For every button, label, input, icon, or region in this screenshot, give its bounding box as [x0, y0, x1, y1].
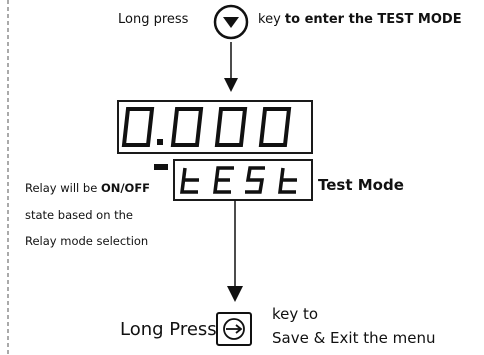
enter-key-icon[interactable]	[216, 312, 252, 346]
down-key-icon[interactable]	[213, 4, 249, 40]
relay-note-line2: state based on the	[25, 208, 134, 222]
upper-display	[117, 100, 313, 154]
arrow-down-2	[227, 200, 243, 302]
key-to-label: key to	[272, 305, 319, 323]
long-press-label-bottom: Long Press	[120, 319, 217, 340]
enter-test-mode-text: key to enter the TEST MODE	[258, 13, 462, 26]
minus-indicator	[154, 164, 168, 170]
relay-note-prefix: Relay will be	[25, 181, 101, 195]
key-word: key	[258, 12, 281, 27]
relay-note-line1: Relay will be ON/OFF	[25, 181, 151, 195]
arrow-down-1	[224, 42, 238, 92]
long-press-label-top: Long press	[118, 12, 189, 27]
relay-note-onoff: ON/OFF	[100, 181, 151, 195]
save-exit-label: Save & Exit the menu	[272, 329, 436, 347]
enter-test-mode-bold: to enter the TEST MODE	[284, 12, 462, 27]
relay-note-line3: Relay mode selection	[25, 234, 149, 248]
test-mode-label: Test Mode	[318, 176, 404, 194]
lower-display	[173, 159, 313, 201]
